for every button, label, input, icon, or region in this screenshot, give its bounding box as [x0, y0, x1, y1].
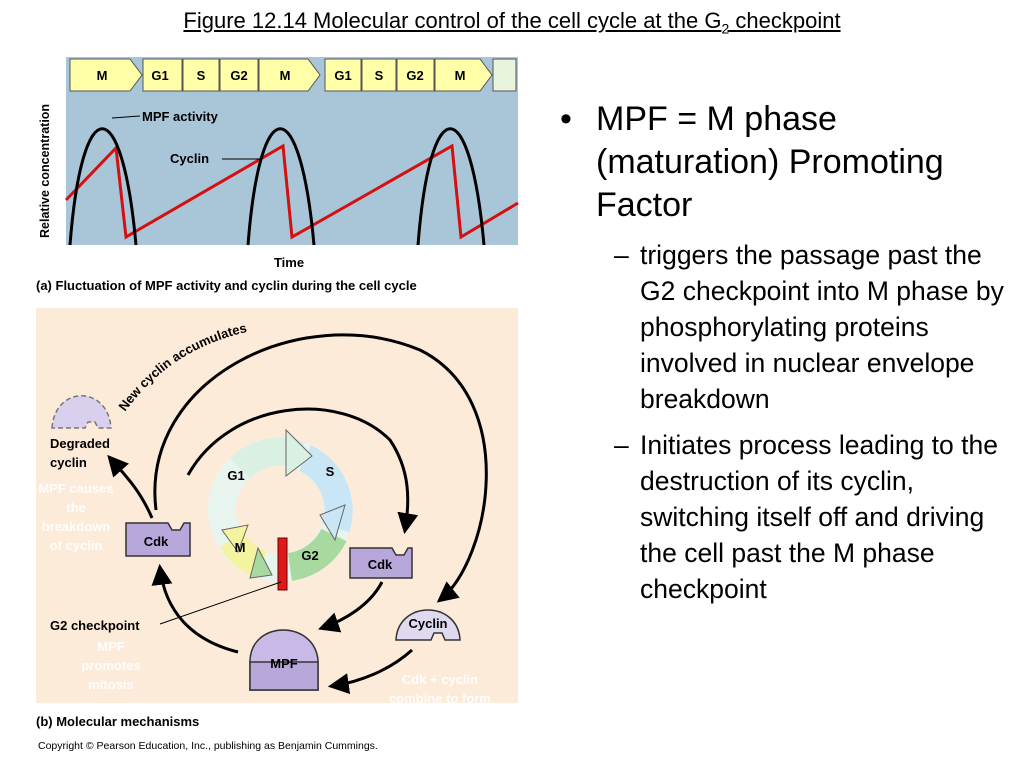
g2-checkpoint-leader	[159, 581, 282, 625]
cdk-right-shape	[349, 547, 413, 579]
faded-text: Cdk + cyclin	[402, 672, 478, 687]
bullet-main: •MPF = M phase (maturation) Promoting Fa…	[560, 100, 944, 224]
panel-b-caption: (b) Molecular mechanisms	[36, 714, 199, 729]
cdk-to-mpf-arrow	[318, 581, 384, 633]
bullet-sub-2-text: Initiates process leading to the destruc…	[640, 430, 998, 604]
faded-text: MPF	[97, 639, 125, 654]
degraded-cyclin-label-1: Degraded	[50, 436, 110, 451]
faded-text: combine to form	[389, 691, 491, 706]
phase-label: G2	[406, 68, 423, 83]
cyclin-shape	[395, 609, 461, 641]
faded-text: promotes	[81, 658, 140, 673]
bullet-sub-1: –triggers the passage past the G2 checkp…	[614, 240, 1004, 414]
faded-text: the	[66, 500, 86, 515]
bullet-list: •MPF = M phase (maturation) Promoting Fa…	[556, 98, 1016, 607]
phase-label: M	[280, 68, 291, 83]
copyright: Copyright © Pearson Education, Inc., pub…	[38, 740, 378, 752]
phase-label: M	[97, 68, 108, 83]
g2-checkpoint-bar	[277, 537, 288, 591]
panel-b-diagram: New cyclin accumulates Degraded cyclin M…	[36, 308, 540, 729]
bullet-main-text: MPF = M phase (maturation) Promoting Fac…	[596, 100, 944, 224]
panel-a-caption: (a) Fluctuation of MPF activity and cycl…	[36, 278, 417, 293]
cdk-left-shape	[125, 522, 191, 557]
faded-text: MPF causes	[38, 481, 113, 496]
panel-a-graph: M G1 S G2 M G1 S G2 M MPF activity Cycli…	[36, 57, 519, 293]
mpf-to-cdk-arrow	[151, 563, 239, 654]
g2-checkpoint-label: G2 checkpoint	[50, 618, 140, 633]
cyclin-curve-label: Cyclin	[170, 151, 209, 166]
cdk-right-label: Cdk	[368, 557, 393, 572]
figure-title: Figure 12.14 Molecular control of the ce…	[183, 8, 841, 37]
y-axis-label: Relative concentration	[38, 104, 52, 238]
bullet-sub-1-text: triggers the passage past the G2 checkpo…	[640, 240, 1004, 414]
cyclin-curve	[64, 143, 519, 240]
phase-label: G1	[151, 68, 168, 83]
phase-label: G2	[230, 68, 247, 83]
degradation-arrow	[107, 454, 154, 519]
mpf-curve	[68, 127, 486, 246]
faded-text: mitosis	[88, 677, 134, 692]
bullet-sub-2: –Initiates process leading to the destru…	[614, 430, 998, 604]
cycle-s-label: S	[326, 464, 335, 479]
cyclin-accumulation-arrow	[153, 333, 488, 603]
phase-label: S	[197, 68, 206, 83]
cycle-m-label: M	[235, 540, 246, 555]
faded-text: breakdown	[42, 519, 111, 534]
cyclin-shape-label: Cyclin	[408, 616, 447, 631]
mpf-activity-label: MPF activity	[142, 109, 219, 124]
cycle-g2-label: G2	[301, 548, 318, 563]
phase-label: S	[375, 68, 384, 83]
cycle-g1-label: G1	[227, 468, 244, 483]
degraded-cyclin-label-2: cyclin	[50, 455, 87, 470]
cdk-arrow	[186, 407, 419, 535]
mpf-label: MPF	[270, 656, 298, 671]
phase-label: G1	[334, 68, 351, 83]
phase-label: M	[455, 68, 466, 83]
x-axis-label: Time	[274, 255, 304, 270]
degraded-cyclin-shape	[51, 395, 112, 429]
cyclin-to-mpf-arrow	[327, 648, 414, 695]
cdk-left-label: Cdk	[144, 534, 169, 549]
phase-arrows	[69, 58, 517, 92]
faded-text: of cyclin	[50, 538, 103, 553]
